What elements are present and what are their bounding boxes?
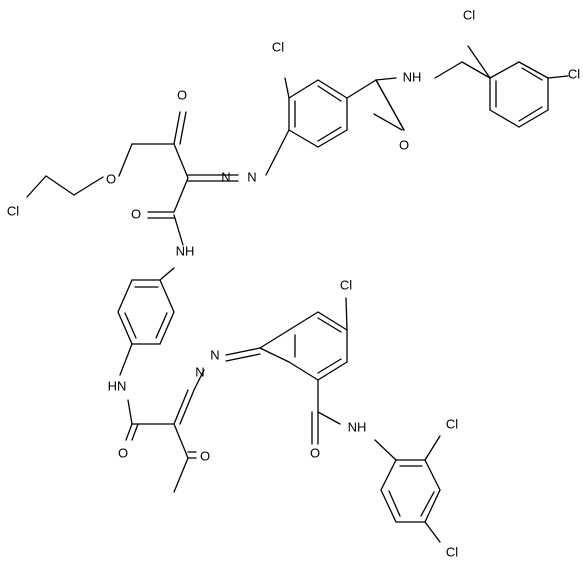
atom-label-nh-top-right: NH	[403, 69, 422, 84]
atom-label-o-amide-mid: O	[131, 206, 141, 221]
bond-lines	[26, 45, 569, 543]
atom-label-cl-top-right-2: Cl	[568, 66, 580, 81]
atom-label-cl-top: Cl	[272, 39, 284, 54]
atom-label-o-ketone-bottom: O	[200, 448, 210, 463]
atom-label-cl-bottom-right-1: Cl	[446, 416, 458, 431]
atom-label-nh-mid: NH	[176, 243, 195, 258]
atom-label-n-azo-top-1: N	[247, 169, 256, 184]
atom-label-o-amide-bottom-left: O	[118, 445, 128, 460]
atom-label-cl-bottom-right-2: Cl	[446, 544, 458, 559]
atom-label-o-amide-bottom-right: O	[310, 445, 320, 460]
atom-label-n-azo-bottom-1: N	[210, 347, 219, 362]
atom-labels: Cl NH Cl Cl O O Cl N N O O NH Cl N N HN …	[7, 7, 580, 559]
atom-label-n-azo-top-2: N	[221, 169, 230, 184]
atom-label-hn-bottom-left: HN	[108, 378, 127, 393]
atom-label-o-amide-top-right: O	[399, 137, 409, 152]
atom-label-n-azo-bottom-2: N	[195, 364, 204, 379]
atom-label-cl-mid: Cl	[340, 277, 352, 292]
atom-label-o-ether: O	[106, 171, 116, 186]
atom-label-o-ketone-top: O	[177, 87, 187, 102]
atom-label-cl-top-right-1: Cl	[463, 7, 475, 22]
atom-label-cl-chloroethyl: Cl	[7, 203, 19, 218]
atom-label-nh-bottom-right: NH	[348, 419, 367, 434]
